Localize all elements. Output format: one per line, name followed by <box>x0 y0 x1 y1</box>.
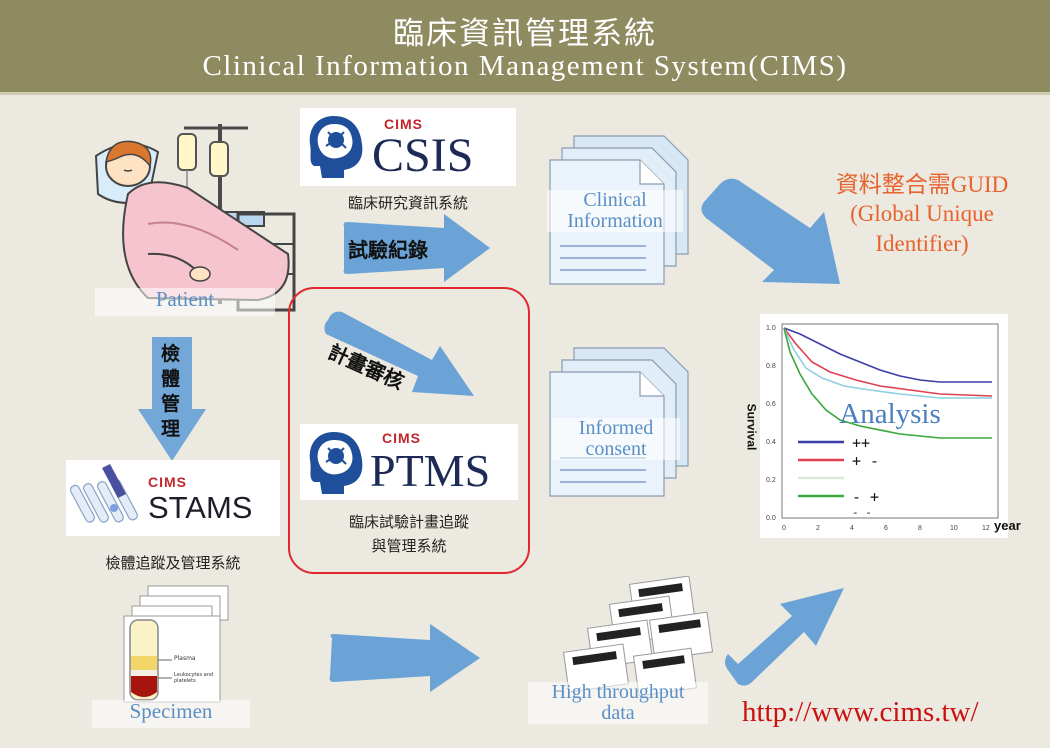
x-tick-label: 8 <box>918 525 922 532</box>
to-analysis-arrow <box>701 178 840 284</box>
trial-record-arrow-label: 試驗紀錄 <box>348 238 428 262</box>
legend-plus-minus: + - <box>852 452 880 470</box>
curve-plus-minus <box>783 327 993 397</box>
curve-minus-minus <box>783 327 992 399</box>
analysis-label: Analysis <box>839 398 941 430</box>
ptms-brand: CIMS <box>382 430 421 446</box>
legend-plus-plus: ++ <box>852 434 871 452</box>
y-axis-label: Survival <box>744 403 759 451</box>
csis-caption: 臨床研究資訊系統 <box>347 194 468 212</box>
x-tick-label: 12 <box>982 525 990 532</box>
guid-note-line1: 資料整合需GUID <box>835 172 1009 197</box>
survival-curve-plot: 1.0 0.8 0.6 0.4 0.2 0.0 0 2 4 6 8 10 12 <box>766 323 999 532</box>
y-tick-label: 0.6 <box>766 401 776 408</box>
curve-plus-plus <box>783 327 992 383</box>
guid-note: 資料整合需GUID (Global Unique Identifier) <box>812 170 1032 258</box>
y-tick-label: 0.2 <box>766 477 776 484</box>
csis-name: CSIS <box>372 129 474 182</box>
y-tick-label: 1.0 <box>766 325 776 332</box>
patient-illustration <box>94 124 296 312</box>
guid-note-line3: Identifier) <box>875 230 969 256</box>
x-tick-label: 4 <box>850 525 854 532</box>
trial-record-arrow <box>343 214 490 282</box>
page-title-english: Clinical Information Management System(C… <box>202 50 848 82</box>
website-url[interactable]: http://www.cims.tw/ <box>742 696 979 728</box>
guid-note-line2: (Global Unique <box>850 201 994 227</box>
specimen-tubes-illustration <box>123 585 229 703</box>
x-tick-label: 2 <box>816 525 820 532</box>
ptms-caption: 臨床試驗計畫追蹤 與管理系統 <box>300 510 518 558</box>
specimen-management-arrow-label: 檢體管理 <box>161 343 181 440</box>
informed-consent-label: Informed consent <box>552 418 680 460</box>
tube-text-leukocytes: Leukocytes and platelets <box>174 672 214 684</box>
high-throughput-label: High throughput data <box>528 682 708 724</box>
specimen-to-data-arrow <box>329 624 480 692</box>
ptms-caption-line2: 與管理系統 <box>371 537 447 555</box>
stams-name: STAMS <box>148 490 253 525</box>
specimen-label: Specimen <box>92 700 250 728</box>
high-throughput-label-line1: High throughput <box>551 681 685 703</box>
y-tick-label: 0.8 <box>766 363 776 370</box>
x-tick-label: 0 <box>782 525 786 532</box>
x-tick-label: 10 <box>950 525 958 532</box>
stams-caption: 檢體追蹤及管理系統 <box>105 554 241 572</box>
ptms-logo: CIMS PTMS <box>300 424 518 500</box>
data-to-analysis-arrow <box>725 588 844 686</box>
x-axis-unit: year <box>994 518 1021 533</box>
high-throughput-label-line2: data <box>601 702 635 724</box>
clinical-information-label: Clinical Information <box>547 190 683 232</box>
y-tick-label: 0.4 <box>766 439 776 446</box>
curve-minus-plus <box>783 327 992 439</box>
analysis-chart: 1.0 0.8 0.6 0.4 0.2 0.0 0 2 4 6 8 10 12 <box>760 314 1008 538</box>
legend-minus-minus: - - <box>852 506 872 519</box>
csis-logo: CIMS CSIS <box>300 108 516 186</box>
stams-brand: CIMS <box>148 474 187 490</box>
specimen-management-arrow <box>138 337 206 461</box>
high-throughput-gel-images <box>562 576 714 697</box>
x-tick-label: 6 <box>884 525 888 532</box>
test-tubes-icon <box>70 464 138 523</box>
csis-brand: CIMS <box>384 116 423 132</box>
ptms-caption-line1: 臨床試驗計畫追蹤 <box>348 513 469 531</box>
title-bar: 臨床資訊管理系統 Clinical Information Management… <box>0 0 1050 95</box>
ptms-highlight-frame <box>288 287 530 574</box>
legend-minus-plus: - + <box>852 488 880 506</box>
page-title-chinese: 臨床資訊管理系統 <box>393 16 657 52</box>
stams-logo: CIMS STAMS <box>66 460 280 536</box>
ptms-name: PTMS <box>370 445 491 496</box>
y-tick-label: 0.0 <box>766 515 776 522</box>
patient-label: Patient <box>95 288 275 316</box>
brain-head-icon <box>309 116 363 178</box>
brain-head-icon <box>309 432 363 494</box>
plan-review-arrow <box>324 311 474 396</box>
tube-text-plasma: Plasma <box>174 655 196 662</box>
